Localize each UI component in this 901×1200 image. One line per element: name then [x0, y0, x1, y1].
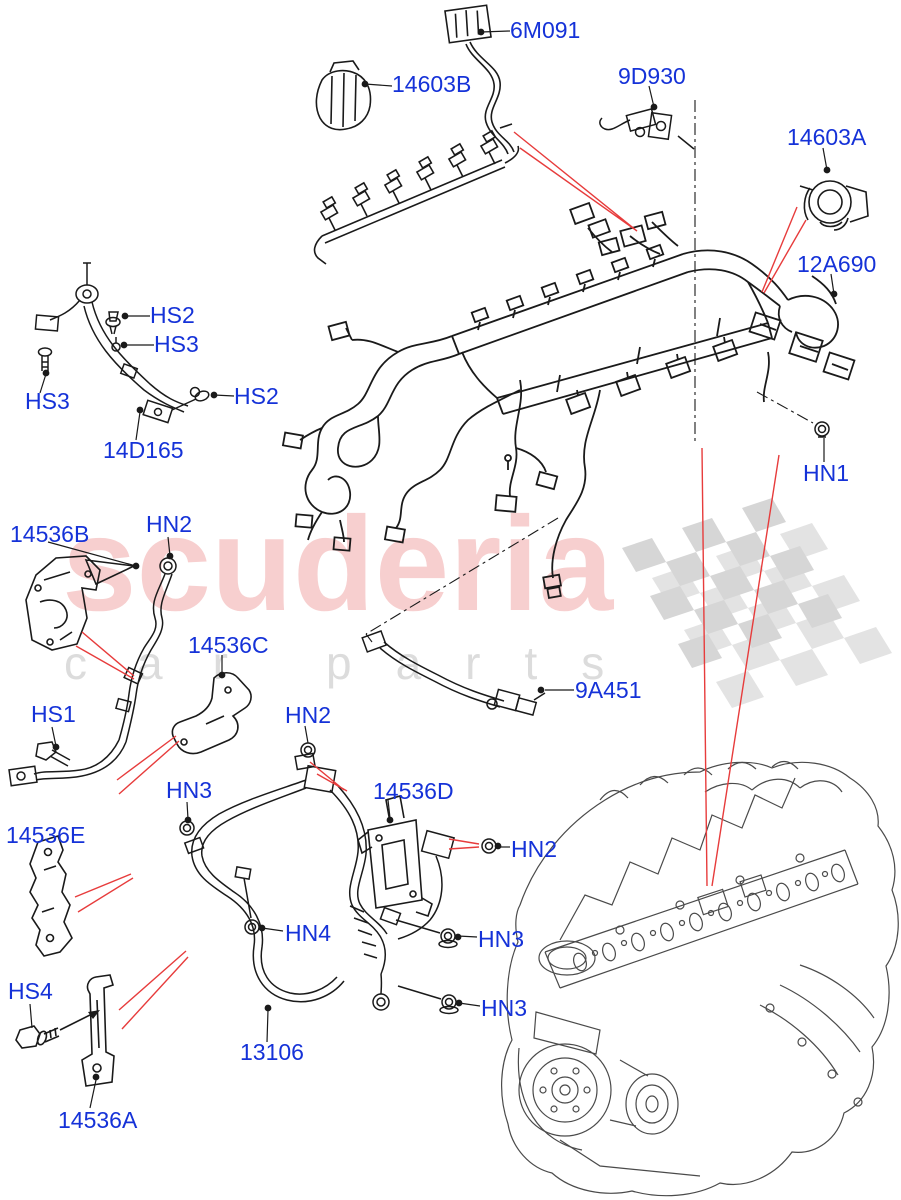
callout-label-hs3-1[interactable]: HS3: [154, 331, 199, 357]
red-locator-lines: [74, 131, 807, 1030]
callout-label-12a690[interactable]: 12A690: [797, 251, 877, 277]
grommet-14603a-drawing: [799, 180, 869, 231]
callout-label-hs4[interactable]: HS4: [8, 978, 53, 1004]
injector-harness-drawing: [313, 129, 520, 265]
callout-label-14536d[interactable]: 14536D: [373, 778, 454, 804]
engine-drawing: [501, 760, 899, 1197]
callout-label-9d930[interactable]: 9D930: [618, 63, 686, 89]
bracket-14536c-drawing: [171, 671, 252, 755]
harness-main-drawing: [281, 201, 856, 600]
callout-label-hn3-1[interactable]: HN3: [166, 777, 213, 803]
callout-label-hn2-2[interactable]: HN2: [285, 702, 332, 728]
fastener-hn1-drawing: [814, 421, 830, 438]
callout-label-9a451[interactable]: 9A451: [575, 677, 642, 703]
callout-label-hs2-2[interactable]: HS2: [234, 383, 279, 409]
watermark-subtitle-car: car: [64, 637, 278, 689]
callout-label-14536e[interactable]: 14536E: [6, 822, 86, 848]
callout-label-14d165[interactable]: 14D165: [103, 437, 184, 463]
reference-dash-lines: [365, 100, 814, 635]
grommet-14603b-drawing: [315, 60, 372, 131]
callout-label-hn3-3[interactable]: HN3: [481, 995, 528, 1021]
bracket-14536a-drawing: [15, 974, 115, 1087]
bracket-14536d-drawing: [357, 794, 433, 918]
callout-label-hn1[interactable]: HN1: [803, 460, 850, 486]
bracket-14536b-drawing: [25, 555, 137, 651]
battery-cable-14d165-drawing: [34, 262, 210, 424]
callout-label-14603a[interactable]: 14603A: [787, 124, 867, 150]
cable-9a451-drawing: [361, 630, 546, 717]
callout-label-14536b[interactable]: 14536B: [10, 521, 90, 547]
callout-label-hs2-1[interactable]: HS2: [150, 302, 195, 328]
callout-label-hn3-2[interactable]: HN3: [478, 926, 525, 952]
callout-label-hn4[interactable]: HN4: [285, 920, 332, 946]
cable-6m091-drawing: [444, 4, 515, 155]
reference-line-tail: [365, 633, 373, 643]
cable-13106-drawing: [179, 742, 497, 1015]
cable-hn2-run-drawing: [8, 557, 177, 787]
checkered-flag-graphic: [622, 498, 892, 708]
callout-label-14536a[interactable]: 14536A: [58, 1107, 138, 1133]
callout-label-6m091[interactable]: 6M091: [510, 17, 581, 43]
sensor-9d930-drawing: [599, 107, 695, 150]
callout-label-14603b[interactable]: 14603B: [392, 71, 472, 97]
callout-leader-lines: [29, 28, 838, 1109]
callout-label-hn2-1[interactable]: HN2: [146, 511, 193, 537]
watermark-subtitle-parts: parts: [326, 637, 649, 689]
callout-label-14536c[interactable]: 14536C: [188, 632, 269, 658]
bracket-14536e-drawing: [29, 835, 73, 957]
callout-label-hs3-2[interactable]: HS3: [25, 388, 70, 414]
callout-label-hs1[interactable]: HS1: [31, 701, 76, 727]
callout-label-hn2-3[interactable]: HN2: [511, 836, 558, 862]
callout-label-13106[interactable]: 13106: [240, 1039, 304, 1065]
